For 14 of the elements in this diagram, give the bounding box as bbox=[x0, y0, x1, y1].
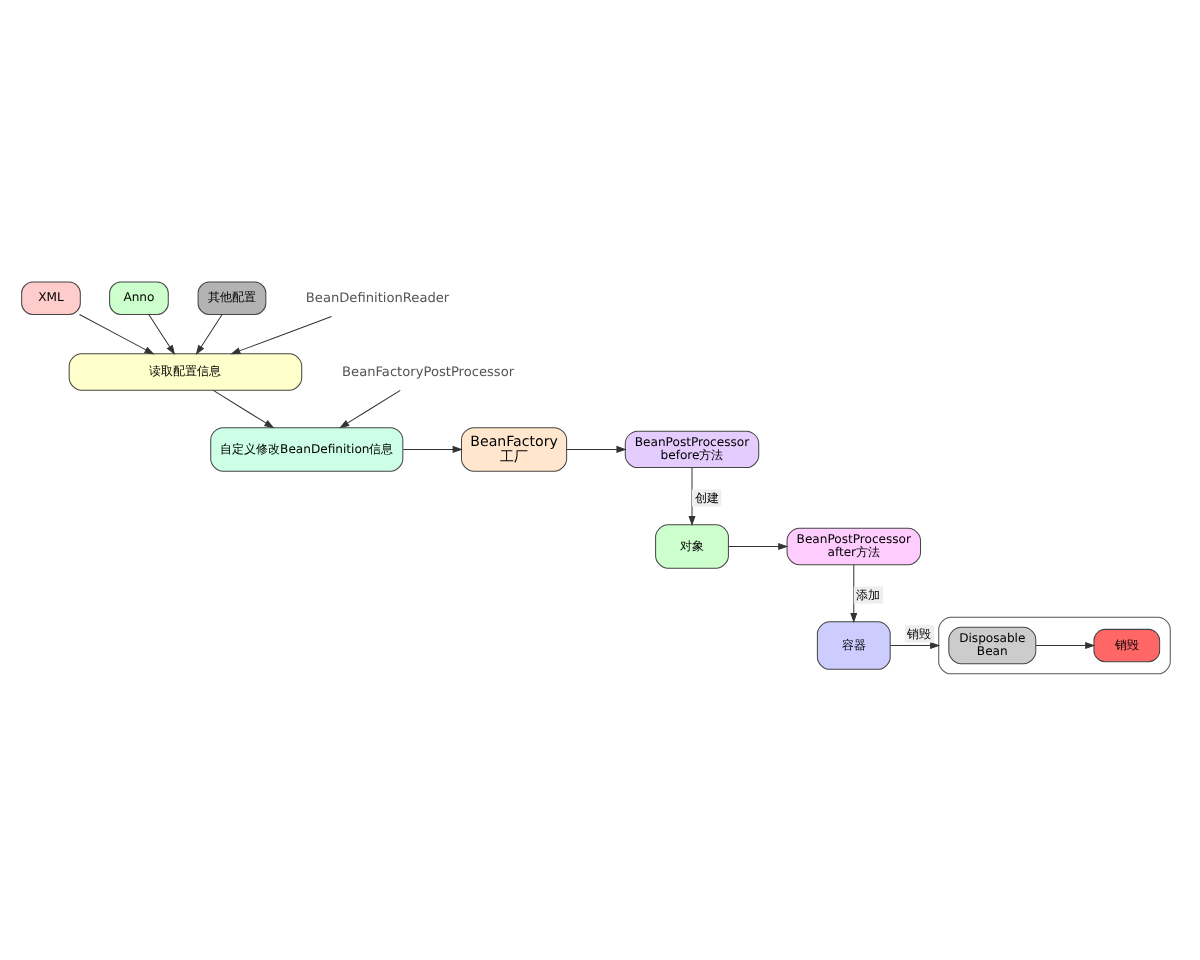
arrow bbox=[728, 541, 789, 549]
arrow bbox=[402, 444, 463, 452]
arrow bbox=[688, 466, 696, 525]
arrow bbox=[339, 388, 401, 428]
arrow bbox=[195, 312, 223, 355]
arrow bbox=[1035, 641, 1096, 649]
arrow bbox=[212, 388, 275, 428]
arrow bbox=[890, 641, 941, 649]
arrow bbox=[148, 312, 176, 355]
arrow bbox=[850, 563, 858, 623]
arrow bbox=[566, 444, 627, 452]
arrow bbox=[230, 314, 333, 354]
arrow bbox=[79, 312, 155, 354]
cluster bbox=[938, 615, 1171, 674]
